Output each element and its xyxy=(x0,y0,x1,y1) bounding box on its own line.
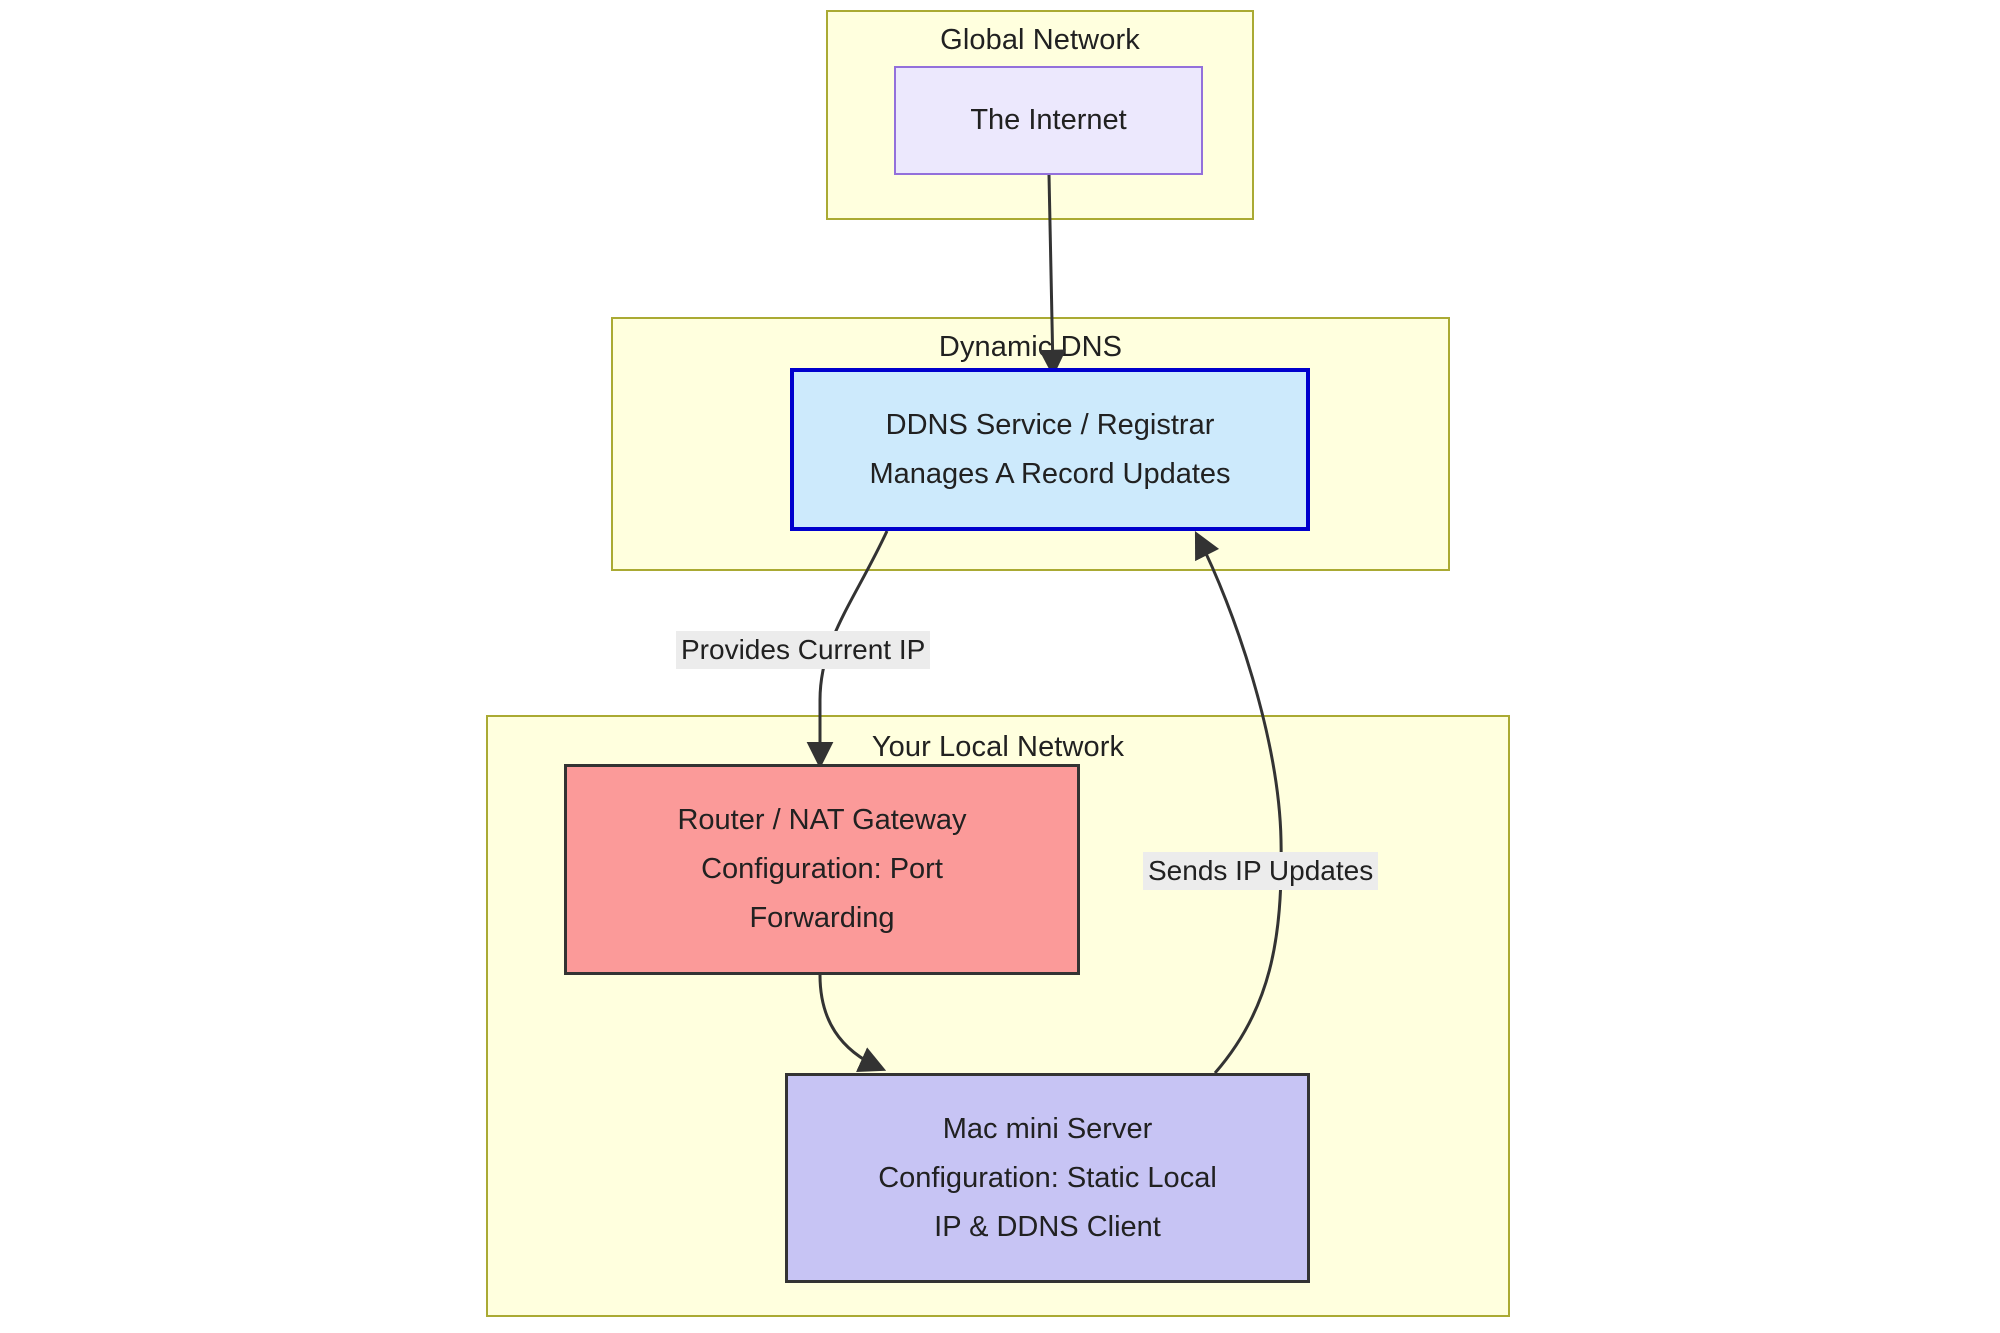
node-router-line-2: Configuration: Port xyxy=(701,853,943,885)
cluster-title-dynamic-dns: Dynamic DNS xyxy=(938,331,1123,363)
node-ddns-service[interactable]: DDNS Service / Registrar Manages A Recor… xyxy=(790,368,1310,531)
edge-ddns-to-router xyxy=(806,530,889,769)
node-ddns-service-line-2: Manages A Record Updates xyxy=(869,457,1231,490)
node-internet-line-1: The Internet xyxy=(970,104,1127,136)
cluster-title-global-network: Global Network xyxy=(940,24,1140,56)
cluster-title-your-local-network: Your Local Network xyxy=(871,731,1125,763)
edge-internet-to-ddns xyxy=(1039,174,1067,377)
node-router-line-3: Forwarding xyxy=(749,902,895,934)
edge-label-provides-current-ip: Provides Current IP xyxy=(676,631,931,669)
edge-router-to-macmini xyxy=(818,974,887,1072)
node-mac-mini[interactable]: Mac mini Server Configuration: Static Lo… xyxy=(785,1073,1310,1283)
edge-macmini-to-ddns xyxy=(1194,530,1283,1074)
node-ddns-service-line-1: DDNS Service / Registrar xyxy=(885,408,1215,441)
node-mac-mini-line-2: Configuration: Static Local xyxy=(878,1161,1217,1194)
edge-label-sends-ip-updates: Sends IP Updates xyxy=(1143,852,1379,890)
node-router-line-1: Router / NAT Gateway xyxy=(677,804,967,836)
node-mac-mini-line-1: Mac mini Server xyxy=(942,1112,1153,1145)
node-router[interactable]: Router / NAT Gateway Configuration: Port… xyxy=(564,764,1080,975)
node-mac-mini-line-3: IP & DDNS Client xyxy=(934,1210,1161,1243)
node-internet[interactable]: The Internet xyxy=(894,66,1203,175)
